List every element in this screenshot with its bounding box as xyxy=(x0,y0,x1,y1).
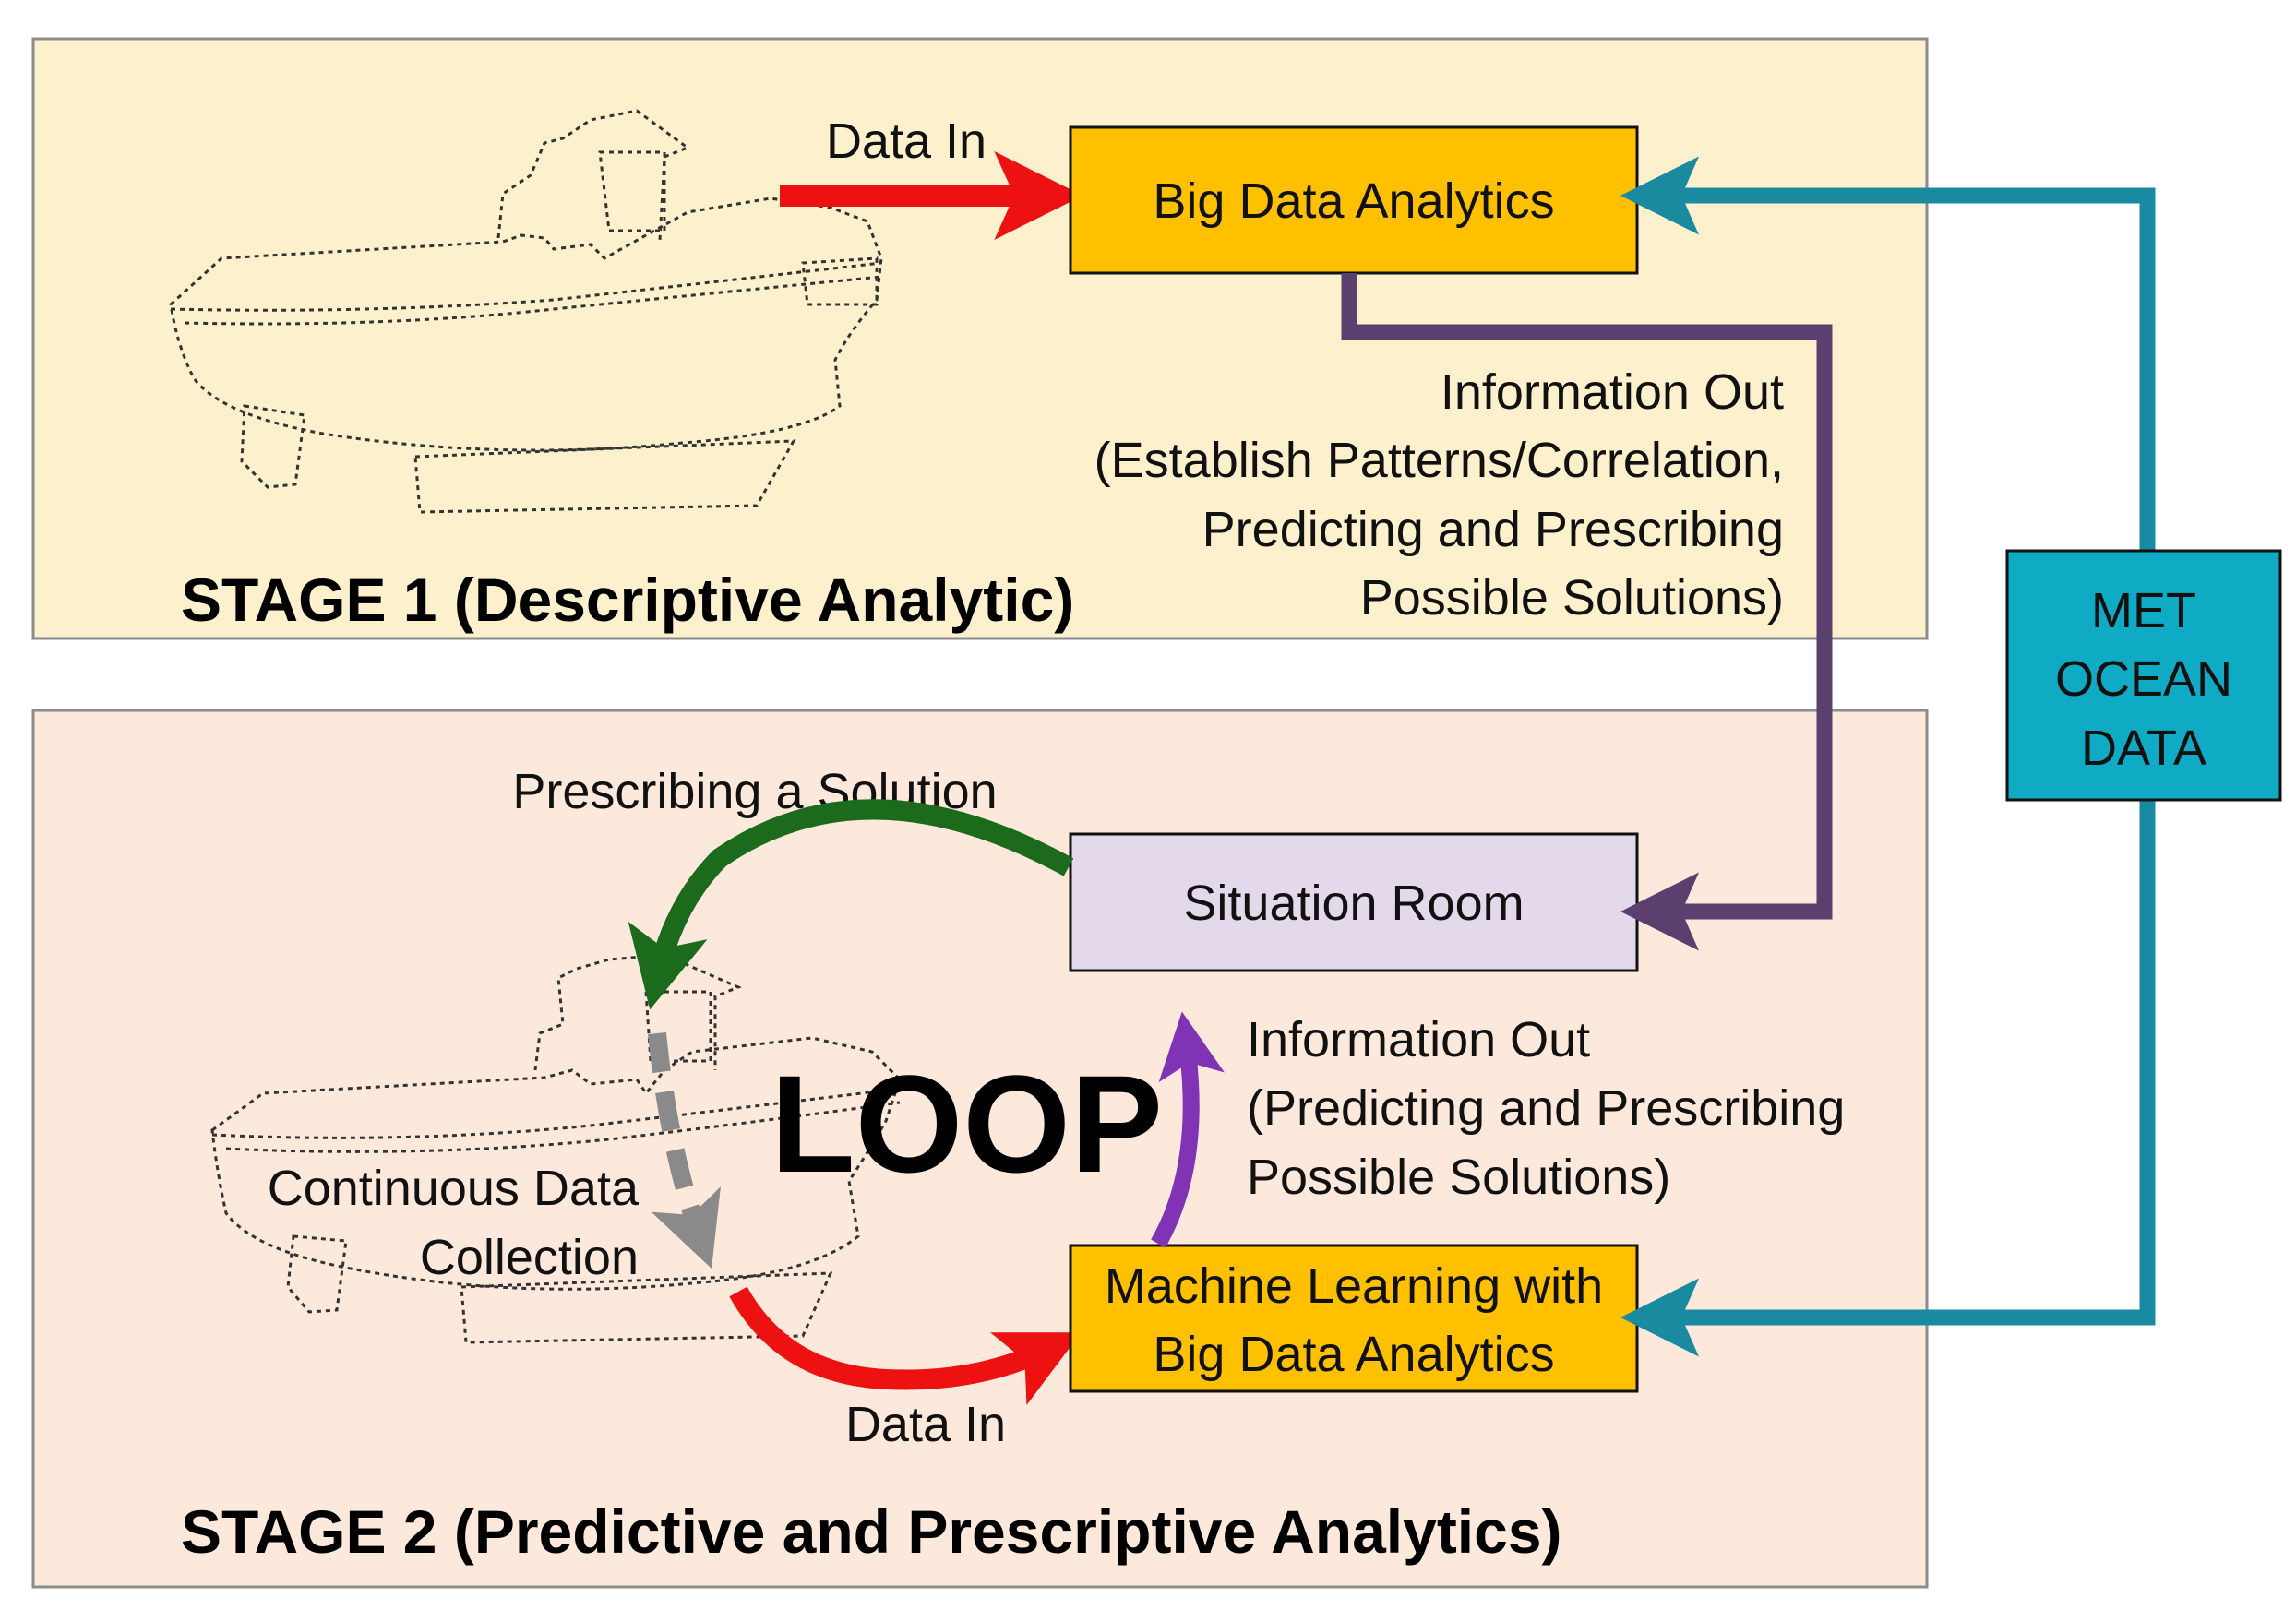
big-data-analytics-label: Big Data Analytics xyxy=(1153,173,1554,229)
met-ocean-data-label: MET OCEAN DATA xyxy=(2055,583,2232,776)
svg-text:Machine Learning with: Machine Learning with xyxy=(1105,1258,1603,1314)
machine-learning-box xyxy=(1069,1244,1639,1393)
loop-label: LOOP xyxy=(771,1046,1163,1201)
svg-text:Information Out: Information Out xyxy=(1441,364,1784,420)
svg-text:Information Out: Information Out xyxy=(1247,1012,1590,1067)
met-ocean-data-box xyxy=(2005,549,2282,802)
machine-learning-label: Machine Learning with Big Data Analytics xyxy=(1105,1258,1603,1382)
svg-text:Continuous Data: Continuous Data xyxy=(268,1161,640,1216)
svg-text:OCEAN: OCEAN xyxy=(2055,651,2232,707)
svg-text:DATA: DATA xyxy=(2081,721,2206,776)
met-to-analytics-connector xyxy=(1620,156,2156,551)
svg-text:(Establish Patterns/Correlatio: (Establish Patterns/Correlation, xyxy=(1094,433,1784,488)
svg-text:Big Data Analytics: Big Data Analytics xyxy=(1153,1327,1554,1382)
stage2-data-in-label: Data In xyxy=(845,1397,1006,1452)
svg-text:Possible Solutions): Possible Solutions) xyxy=(1247,1150,1670,1205)
situation-room-label: Situation Room xyxy=(1183,876,1524,931)
svg-text:Predicting and Prescribing: Predicting and Prescribing xyxy=(1202,502,1784,557)
stage1-title: STAGE 1 (Descriptive Analytic) xyxy=(181,566,1074,634)
stage2-title: STAGE 2 (Predictive and Prescriptive Ana… xyxy=(181,1497,1562,1566)
continuous-collection-arrow xyxy=(648,1032,721,1269)
met-to-ml-connector xyxy=(1620,800,2156,1357)
stage2-data-in-arrow xyxy=(729,1286,1082,1405)
ship-icon xyxy=(210,953,902,1344)
analytics-to-situation-connector xyxy=(1341,273,1833,951)
svg-text:Collection: Collection xyxy=(420,1230,639,1285)
ship-icon xyxy=(169,109,883,514)
svg-text:(Predicting and Prescribing: (Predicting and Prescribing xyxy=(1247,1080,1845,1136)
information-out-arrow xyxy=(1151,1011,1225,1248)
stage1-data-in-label: Data In xyxy=(826,113,987,169)
svg-text:Possible Solutions): Possible Solutions) xyxy=(1360,570,1784,626)
stage2-info-out-text: Information Out (Predicting and Prescrib… xyxy=(1247,1012,1845,1205)
svg-text:MET: MET xyxy=(2091,583,2196,638)
prescribing-arrow xyxy=(628,799,1074,1010)
continuous-data-collection-text: Continuous Data Collection xyxy=(268,1161,640,1285)
stage1-info-out-text: Information Out (Establish Patterns/Corr… xyxy=(1094,364,1784,626)
